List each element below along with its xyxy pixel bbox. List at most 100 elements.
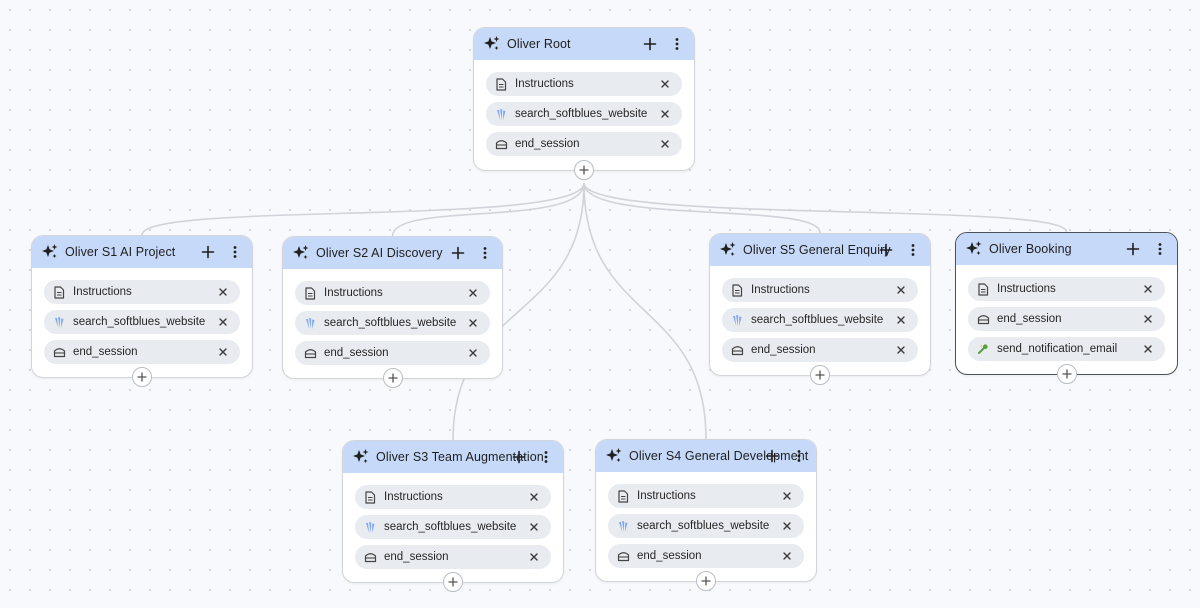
remove-chip-close-icon[interactable] — [894, 283, 908, 297]
tool-chip[interactable]: send_notification_email — [968, 337, 1165, 361]
agent-node-title: Oliver Booking — [989, 242, 1072, 256]
tool-chip[interactable]: Instructions — [608, 484, 804, 508]
add-sub-agent-button[interactable] — [574, 160, 594, 180]
remove-chip-close-icon[interactable] — [1141, 342, 1155, 356]
add-tool-button[interactable] — [761, 445, 783, 467]
connection-line — [583, 182, 821, 234]
add-tool-button[interactable] — [197, 241, 219, 263]
tool-chip[interactable]: end_session — [355, 545, 551, 569]
tool-chip[interactable]: search_softblues_website — [44, 310, 240, 334]
more-options-button[interactable] — [535, 446, 557, 468]
tool-chip[interactable]: Instructions — [486, 72, 682, 96]
tool-chip[interactable]: Instructions — [722, 278, 918, 302]
remove-chip-close-icon[interactable] — [1141, 312, 1155, 326]
connection-line — [583, 182, 1068, 233]
add-tool-button[interactable] — [508, 446, 530, 468]
more-options-button[interactable] — [902, 239, 924, 261]
agent-node-header[interactable]: Oliver S3 Team Augmentation — [343, 441, 563, 473]
remove-chip-close-icon[interactable] — [466, 286, 480, 300]
agent-node-header[interactable]: Oliver S4 General Development — [596, 440, 816, 472]
tool-chip-label: end_session — [515, 138, 580, 150]
tool-chip[interactable]: end_session — [608, 544, 804, 568]
agent-node-header[interactable]: Oliver Booking — [956, 233, 1177, 265]
remove-chip-close-icon[interactable] — [894, 343, 908, 357]
tool-chip[interactable]: end_session — [968, 307, 1165, 331]
more-options-button[interactable] — [224, 241, 246, 263]
remove-chip-close-icon[interactable] — [780, 489, 794, 503]
add-tool-button[interactable] — [447, 242, 469, 264]
document-icon — [616, 489, 630, 503]
add-tool-button[interactable] — [1122, 238, 1144, 260]
remove-chip-close-icon[interactable] — [894, 313, 908, 327]
remove-chip-close-icon[interactable] — [466, 316, 480, 330]
tool-chip[interactable]: end_session — [44, 340, 240, 364]
tool-chip[interactable]: end_session — [295, 341, 490, 365]
datastore-icon — [494, 107, 508, 121]
tool-chip-label: Instructions — [73, 286, 132, 298]
tool-chip[interactable]: Instructions — [295, 281, 490, 305]
add-sub-agent-button[interactable] — [443, 572, 463, 592]
tool-chip[interactable]: search_softblues_website — [722, 308, 918, 332]
wrench-icon — [976, 342, 990, 356]
add-tool-button[interactable] — [875, 239, 897, 261]
tool-chip-label: end_session — [637, 550, 702, 562]
tool-chip-label: Instructions — [384, 491, 443, 503]
more-options-button[interactable] — [1149, 238, 1171, 260]
remove-chip-close-icon[interactable] — [527, 550, 541, 564]
remove-chip-close-icon[interactable] — [1141, 282, 1155, 296]
connection-line — [583, 182, 707, 440]
connection-line — [141, 182, 585, 236]
add-sub-agent-button[interactable] — [696, 571, 716, 591]
remove-chip-close-icon[interactable] — [527, 490, 541, 504]
agent-node-header[interactable]: Oliver S5 General Enquiry — [710, 234, 930, 266]
more-options-button[interactable] — [474, 242, 496, 264]
tool-chip[interactable]: end_session — [486, 132, 682, 156]
more-options-button[interactable] — [788, 445, 810, 467]
remove-chip-close-icon[interactable] — [658, 107, 672, 121]
tool-chip-label: send_notification_email — [997, 343, 1118, 355]
tool-chip[interactable]: search_softblues_website — [608, 514, 804, 538]
agent-node-header[interactable]: Oliver Root — [474, 28, 694, 60]
remove-chip-close-icon[interactable] — [658, 137, 672, 151]
add-sub-agent-button[interactable] — [382, 368, 403, 388]
agent-node-header[interactable]: Oliver S1 AI Project — [32, 236, 252, 268]
tool-chip[interactable]: Instructions — [355, 485, 551, 509]
tool-chip[interactable]: search_softblues_website — [355, 515, 551, 539]
sparkle-icon — [483, 35, 501, 53]
tool-chip-label: search_softblues_website — [637, 520, 770, 532]
tool-chip[interactable]: Instructions — [968, 277, 1165, 301]
document-icon — [976, 282, 990, 296]
remove-chip-close-icon[interactable] — [527, 520, 541, 534]
tool-chip[interactable]: end_session — [722, 338, 918, 362]
remove-chip-close-icon[interactable] — [216, 315, 230, 329]
toolbox-icon — [976, 312, 990, 326]
tool-chip[interactable]: search_softblues_website — [295, 311, 490, 335]
remove-chip-close-icon[interactable] — [658, 77, 672, 91]
remove-chip-close-icon[interactable] — [216, 285, 230, 299]
agent-node-header[interactable]: Oliver S2 AI Discovery — [283, 237, 502, 269]
tool-chip[interactable]: search_softblues_website — [486, 102, 682, 126]
more-options-button[interactable] — [666, 33, 688, 55]
add-sub-agent-button[interactable] — [132, 367, 152, 387]
tool-chip-label: end_session — [384, 551, 449, 563]
remove-chip-close-icon[interactable] — [780, 519, 794, 533]
remove-chip-close-icon[interactable] — [466, 346, 480, 360]
add-sub-agent-button[interactable] — [810, 365, 830, 385]
tool-chip[interactable]: Instructions — [44, 280, 240, 304]
remove-chip-close-icon[interactable] — [780, 549, 794, 563]
tool-chip-label: end_session — [324, 347, 389, 359]
tool-chip-label: Instructions — [751, 284, 810, 296]
add-tool-button[interactable] — [639, 33, 661, 55]
add-sub-agent-button[interactable] — [1056, 364, 1077, 384]
toolbox-icon — [303, 346, 317, 360]
sparkle-icon — [292, 244, 310, 262]
agent-node-title: Oliver S2 AI Discovery — [316, 246, 443, 260]
remove-chip-close-icon[interactable] — [216, 345, 230, 359]
